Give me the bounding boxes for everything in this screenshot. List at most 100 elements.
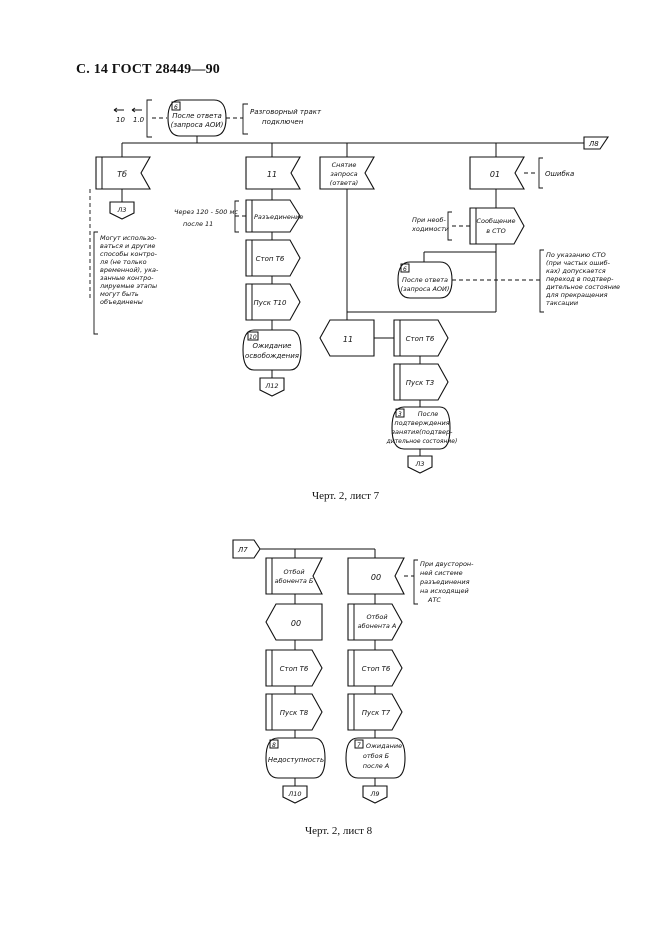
state-3-line4: дительное состояние) — [386, 438, 458, 445]
col4-input-label: 01 — [490, 170, 500, 179]
connector-l8: Л8 — [583, 136, 610, 150]
s8-right-note: При двусторон- ней системе разъединения … — [419, 560, 474, 604]
input-labels-left: 10 1.0 — [113, 107, 145, 124]
s8-left-connector-l10: Л10 — [282, 785, 308, 804]
s8-right-input-label: 00 — [371, 573, 381, 582]
state-3-line2: подтверждения — [394, 419, 449, 427]
svg-text:могут быть: могут быть — [100, 290, 139, 298]
svg-text:ля (не только: ля (не только — [99, 258, 147, 266]
state-7-line3: после А — [363, 762, 389, 770]
state-6-line1: После ответа — [172, 112, 222, 120]
s8-right-output-line1: Отбой — [366, 613, 387, 621]
lower-task-stop-t6: Стоп Т6 — [393, 319, 449, 357]
col2-task-start-t10: Пуск Т10 — [245, 283, 301, 321]
lower-output-11: 11 — [319, 319, 375, 357]
state-10-line2: освобождения — [245, 352, 299, 360]
s8-left-task-stop-t6: Стоп Т6 — [265, 649, 323, 687]
connector-l8-label: Л8 — [588, 140, 599, 148]
svg-text:таксации: таксации — [546, 299, 578, 307]
col2-timing-line1: Через 120 - 500 мс — [174, 208, 238, 216]
lower-task2-label: Пуск Т3 — [406, 379, 434, 387]
lower-connector-l3: Л3 — [407, 455, 433, 474]
col2-input-11: 11 — [245, 156, 301, 190]
col2-state-10: 10 Ожидание освобождения — [242, 329, 302, 371]
svg-text:ваться и другие: ваться и другие — [100, 242, 155, 250]
s8-left-input-line2: абонента Б — [275, 577, 314, 585]
col2-task2-label: Пуск Т10 — [254, 299, 287, 307]
col4-input-01: 01 — [469, 156, 525, 190]
state-7-line1: Ожидание — [366, 742, 402, 750]
s8-left-task2-label: Пуск Т8 — [280, 709, 309, 717]
col3-input-line2: запроса — [330, 170, 357, 178]
s8-right-output-line2: абонента А — [358, 622, 397, 630]
col3-input-line1: Снятие — [332, 161, 357, 169]
state-10-line1: Ожидание — [253, 342, 292, 350]
col4-output-sto: Сообщение в СТО — [469, 207, 525, 245]
state-6-line2: (запроса АОИ) — [171, 121, 224, 129]
col2-timing-line2: после 11 — [183, 220, 213, 228]
state-3-number: 3 — [398, 411, 402, 418]
s8-left-output-label: 00 — [291, 619, 301, 628]
col1-connector-l3: Л3 — [109, 201, 135, 220]
svg-text:лируемые этапы: лируемые этапы — [99, 282, 157, 290]
lower-output-label: 11 — [343, 335, 353, 344]
connector-l7: Л7 — [232, 539, 261, 559]
s8-left-input-line1: Отбой — [283, 568, 304, 576]
svg-text:способы контро-: способы контро- — [100, 250, 158, 258]
col2-connector-l12: Л12 — [259, 377, 285, 397]
caption-sheet-7: Черт. 2, лист 7 — [312, 490, 380, 502]
state-7-number: 7 — [357, 742, 361, 749]
note-top-line2: подключен — [262, 118, 304, 126]
state-6-number: 6 — [174, 104, 178, 111]
input-label-10: 10 — [116, 116, 125, 124]
s8-right-task-start-t7: Пуск Т7 — [347, 693, 403, 731]
s8-right-output-release-a: Отбой абонента А — [347, 603, 403, 641]
s8-left-task1-label: Стоп Т6 — [280, 665, 309, 673]
svg-text:переход в подтвер-: переход в подтвер- — [546, 275, 614, 283]
s8-left-connector-label: Л10 — [287, 790, 301, 798]
s8-right-task1-label: Стоп Т6 — [362, 665, 391, 673]
col1-input-label: Тб — [117, 170, 127, 179]
state-8-line1: Недоступность — [268, 756, 324, 764]
col4-side-note-line1: При необ- — [412, 216, 447, 224]
col2-output-label: Разъединение — [254, 213, 303, 221]
col4-output-line1: Сообщение — [476, 217, 515, 225]
s8-left-input-release-b: Отбой абонента Б — [265, 557, 323, 595]
s8-right-task-stop-t6: Стоп Т6 — [347, 649, 403, 687]
state-3-line1: После — [418, 410, 439, 418]
svg-text:Могут использо-: Могут использо- — [100, 234, 157, 242]
state-10-number: 10 — [249, 334, 257, 341]
svg-text:ней системе: ней системе — [420, 569, 463, 577]
s8-right-connector-l9: Л9 — [362, 785, 388, 804]
s8-right-connector-label: Л9 — [369, 790, 379, 798]
col1-connector-label: Л3 — [116, 206, 126, 214]
lower-task-start-t3: Пуск Т3 — [393, 363, 449, 401]
state-6b-line1: После ответа — [402, 276, 448, 284]
lower-state-3: 3 После подтверждения занятия(подтвер- д… — [386, 406, 458, 450]
col1-input-tb: Тб — [95, 156, 151, 190]
svg-text:разъединения: разъединения — [419, 578, 470, 586]
col3-input-line3: (ответа) — [330, 179, 358, 187]
connector-l7-label: Л7 — [237, 546, 248, 554]
note-top-line1: Разговорный тракт — [250, 108, 322, 116]
svg-text:объединены: объединены — [100, 298, 143, 306]
state-7-line2: отбоя Б — [363, 752, 390, 760]
s8-right-input-00: 00 — [347, 557, 405, 595]
sheet-8: Л7 Отбой абонента Б 00 Стоп Т6 Пуск Т8 — [232, 539, 474, 804]
page-header: С. 14 ГОСТ 28449—90 — [76, 62, 220, 77]
svg-text:для прекращения: для прекращения — [545, 291, 608, 299]
col2-task1-label: Стоп Т6 — [256, 255, 285, 263]
caption-sheet-8: Черт. 2, лист 8 — [305, 825, 373, 837]
s8-left-state-8: 8 Недоступность — [265, 737, 326, 779]
s8-right-task2-label: Пуск Т7 — [362, 709, 391, 717]
sheet-7: 10 1.0 6 После ответа (запроса АОИ) Разг… — [89, 99, 620, 474]
svg-text:(при частых ошиб-: (при частых ошиб- — [546, 259, 611, 267]
svg-text:временной), ука-: временной), ука- — [100, 266, 159, 274]
state-6b-line2: (запроса АОИ) — [401, 285, 450, 293]
svg-text:на исходящей: на исходящей — [420, 587, 469, 595]
svg-text:ках) допускается: ках) допускается — [546, 267, 606, 275]
state-6b-number: 6 — [403, 266, 407, 273]
col4-sto-note: По указанию СТО (при частых ошиб- ках) д… — [545, 251, 620, 307]
s8-left-output-00: 00 — [265, 603, 323, 641]
state-3-line3: занятия(подтвер- — [392, 428, 454, 436]
